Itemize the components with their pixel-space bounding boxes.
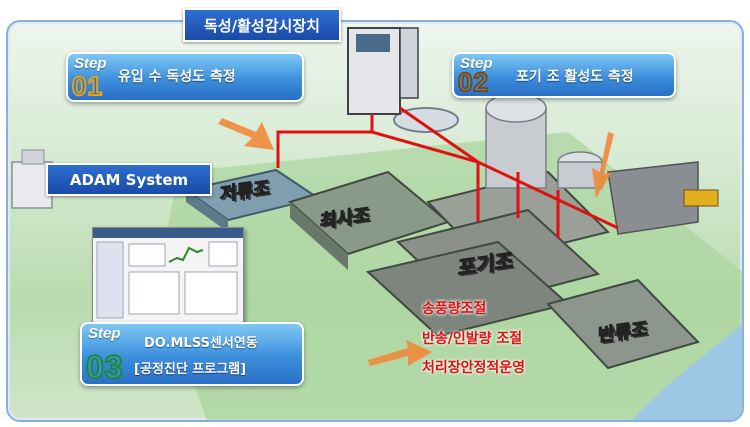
adam-system-title: ADAM System (46, 163, 212, 196)
operation-air-flow: 송풍량조절 (422, 301, 487, 317)
step-2-text: 포기 조 활성도 측정 (516, 69, 634, 85)
step-1-word: Step (74, 55, 107, 72)
step-3-text-line-1: DO.MLSS센서연동 (144, 336, 258, 351)
operation-return-sludge: 반송/인발량 조절 (422, 331, 523, 347)
step-3-box: Step 03 DO.MLSS센서연동 [공정진단 프로그램] (80, 322, 304, 386)
device-title: 독성/활성감시장치 (183, 8, 341, 42)
signal-lines (276, 106, 619, 238)
step-1-text: 유입 수 독성도 측정 (118, 69, 236, 85)
process-arrows (218, 118, 614, 366)
step-3-text-line-2: [공정진단 프로그램] (134, 362, 247, 377)
adam-screenshot (92, 227, 244, 325)
step-2-number: 02 (457, 66, 489, 98)
step-2-word: Step (460, 55, 493, 72)
inflow-building (11, 161, 53, 209)
step-3-word: Step (88, 325, 121, 342)
final-settling-tank (546, 278, 700, 370)
plant-illustration (11, 27, 742, 420)
step-3-number: 03 (85, 348, 124, 386)
operation-stable-run: 처리장안정적운영 (422, 360, 526, 376)
step-1-box: Step 01 유입 수 독성도 측정 (66, 52, 304, 102)
step-1-number: 01 (71, 70, 103, 102)
truck (683, 189, 719, 207)
warehouse (607, 161, 699, 235)
river (631, 325, 742, 420)
step-2-box: Step 02 포기 조 활성도 측정 (452, 52, 676, 98)
